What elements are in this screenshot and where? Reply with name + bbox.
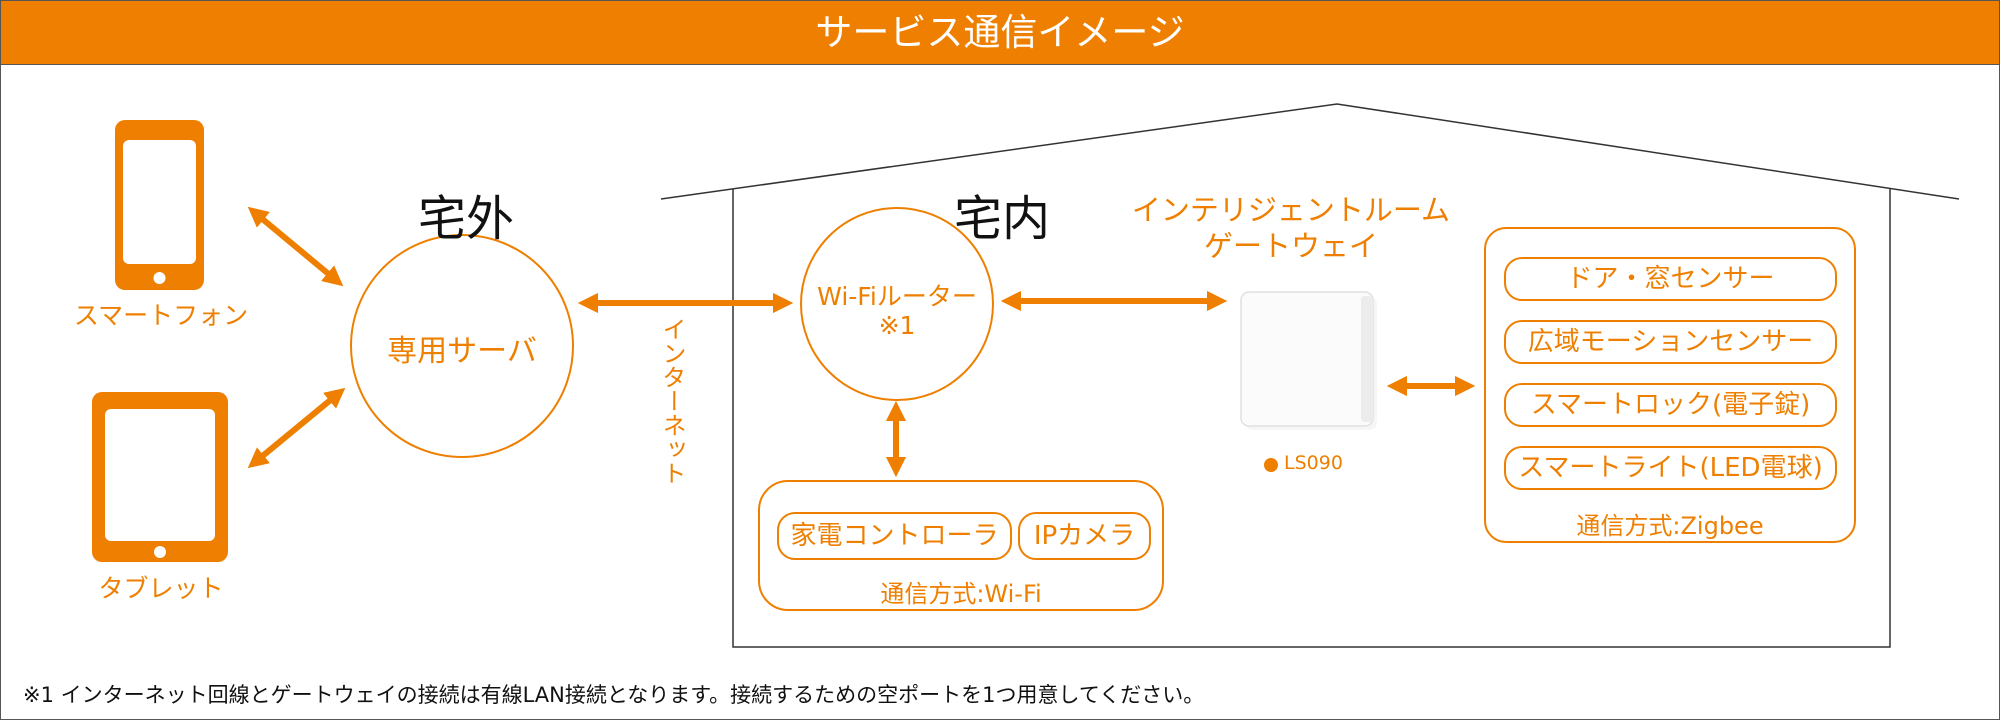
zigbee-item-motion-sensor: 広域モーションセンサー (1504, 320, 1837, 364)
internet-label: インターネット (658, 317, 686, 485)
gateway-title-line2: ゲートウェイ (1203, 229, 1378, 263)
wifi-item-appliance-controller: 家電コントローラ (777, 512, 1012, 560)
wifi-protocol-label: 通信方式:Wi-Fi (880, 580, 1042, 608)
connection-arrows (247, 206, 1476, 478)
zigbee-item-door-window-sensor: ドア・窓センサー (1504, 257, 1837, 301)
server-label: 専用サーバ (387, 334, 537, 369)
arrow-smartphone-server (247, 206, 344, 287)
tablet-label: タブレット (98, 574, 224, 603)
zigbee-item-smart-light: スマートライト(LED電球) (1504, 446, 1837, 490)
router-label-line2: ※1 (878, 311, 916, 340)
header-title: サービス通信イメージ (1, 1, 1999, 65)
gateway-device-icon (1240, 291, 1377, 430)
arrow-tablet-server (247, 387, 346, 469)
zigbee-protocol-label: 通信方式:Zigbee (1576, 512, 1764, 540)
outside-label: 宅外 (417, 191, 514, 247)
wifi-device-group (758, 480, 1164, 611)
smartphone-icon (115, 120, 204, 290)
gateway-title-line1: インテリジェントルーム (1131, 193, 1451, 227)
model-bullet (1264, 458, 1278, 472)
inside-label: 宅内 (953, 191, 1050, 247)
wifi-item-ip-camera: IPカメラ (1018, 512, 1151, 560)
router-label-line1: Wi-Fiルーター (817, 282, 977, 311)
tablet-icon (92, 392, 228, 562)
house-outline (660, 103, 1960, 648)
gateway-model-label: LS090 (1284, 452, 1343, 474)
zigbee-device-group (1484, 227, 1856, 543)
smartphone-label: スマートフォン (73, 301, 249, 330)
footnote: ※1 インターネット回線とゲートウェイの接続は有線LAN接続となります。接続する… (23, 683, 1205, 707)
zigbee-item-smart-lock: スマートロック(電子錠) (1504, 383, 1837, 427)
router-circle (800, 207, 994, 401)
server-circle (350, 234, 574, 458)
